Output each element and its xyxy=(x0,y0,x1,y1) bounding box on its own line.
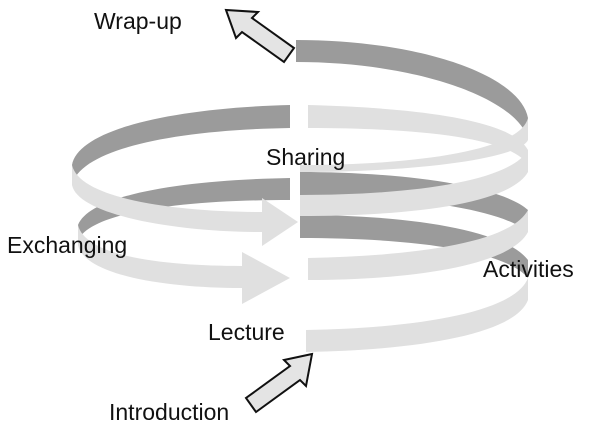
label-lecture: Lecture xyxy=(208,319,285,345)
sharing-arrow-head xyxy=(262,198,298,246)
spiral-band-middle-back xyxy=(78,178,290,240)
exchanging-arrow-head xyxy=(242,252,290,304)
spiral-band-upper-back xyxy=(72,105,290,185)
label-sharing: Sharing xyxy=(266,144,346,170)
spiral-band-middle-front-right xyxy=(308,210,528,280)
introduction-arrow xyxy=(244,352,314,414)
spiral-band-sharing-front xyxy=(300,150,528,216)
label-wrap-up: Wrap-up xyxy=(94,8,182,34)
spiral-band-upper-right-back xyxy=(300,172,528,232)
spiral-band-middle-front-left xyxy=(78,225,242,288)
spiral-band-upper-front-right xyxy=(308,105,528,165)
spiral-band-top-back xyxy=(296,40,528,140)
wrap-up-arrow xyxy=(224,8,296,64)
label-activities: Activities xyxy=(483,256,574,282)
label-introduction: Introduction xyxy=(109,399,230,425)
label-exchanging: Exchanging xyxy=(7,232,128,258)
spiral-band-top-front xyxy=(300,118,528,172)
spiral-band-upper-front-left xyxy=(72,165,262,232)
spiral-band-lower-right-back xyxy=(300,215,528,278)
spiral-band-lower-front xyxy=(306,278,528,352)
